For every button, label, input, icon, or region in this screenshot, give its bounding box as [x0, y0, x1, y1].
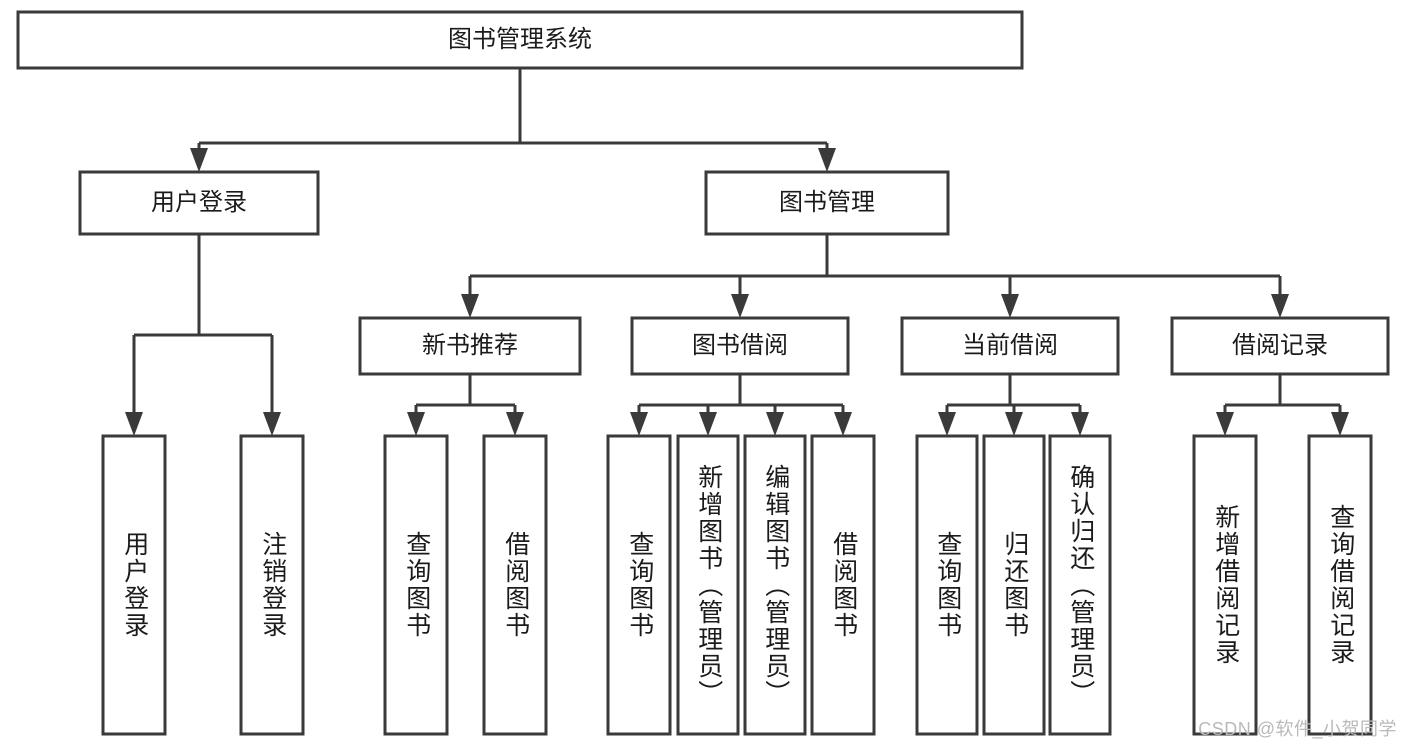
node-box-leaf-borrow-book-2[interactable] [810, 434, 876, 736]
node-box-layer [16, 10, 1390, 736]
node-box-leaf-add-record[interactable] [1192, 434, 1258, 736]
arrow-head-icon [506, 412, 524, 436]
node-box-leaf-edit-book[interactable] [743, 434, 807, 736]
node-box-new-book-recommend[interactable] [358, 316, 582, 376]
node-box-leaf-logout[interactable] [239, 434, 305, 736]
arrow-head-icon [731, 294, 749, 318]
arrow-head-icon [1001, 294, 1019, 318]
arrow-head-icon [1216, 412, 1234, 436]
arrow-head-icon [461, 294, 479, 318]
arrow-head-icon [263, 412, 281, 436]
arrow-head-icon [1071, 412, 1089, 436]
node-box-leaf-borrow-book-1[interactable] [482, 434, 548, 736]
arrow-head-icon [1331, 412, 1349, 436]
node-box-borrow-record[interactable] [1170, 316, 1390, 376]
node-box-leaf-query-book-2[interactable] [606, 434, 672, 736]
node-box-leaf-query-record[interactable] [1307, 434, 1373, 736]
node-box-user-login[interactable] [78, 170, 320, 236]
node-box-book-borrow[interactable] [630, 316, 850, 376]
node-box-leaf-return-book[interactable] [982, 434, 1046, 736]
arrow-head-icon [938, 412, 956, 436]
arrow-head-icon [818, 148, 836, 172]
arrow-head-icon [125, 412, 143, 436]
node-box-leaf-add-book[interactable] [676, 434, 740, 736]
arrow-head-icon [190, 148, 208, 172]
arrow-head-icon [834, 412, 852, 436]
node-box-root[interactable] [16, 10, 1024, 70]
node-box-current-borrow[interactable] [900, 316, 1120, 376]
node-box-book-management[interactable] [704, 170, 950, 236]
arrow-head-icon [1271, 294, 1289, 318]
node-box-leaf-query-book-1[interactable] [383, 434, 449, 736]
node-box-leaf-confirm-return[interactable] [1048, 434, 1112, 736]
arrow-head-icon [699, 412, 717, 436]
arrow-head-icon [766, 412, 784, 436]
watermark-text: CSDN @软件_小贺同学 [1198, 719, 1397, 739]
arrow-head-icon [630, 412, 648, 436]
arrow-head-icon [407, 412, 425, 436]
arrow-head-icon [1005, 412, 1023, 436]
node-box-leaf-query-book-3[interactable] [915, 434, 979, 736]
connector-layer [125, 68, 1349, 436]
node-box-leaf-user-login[interactable] [101, 434, 167, 736]
